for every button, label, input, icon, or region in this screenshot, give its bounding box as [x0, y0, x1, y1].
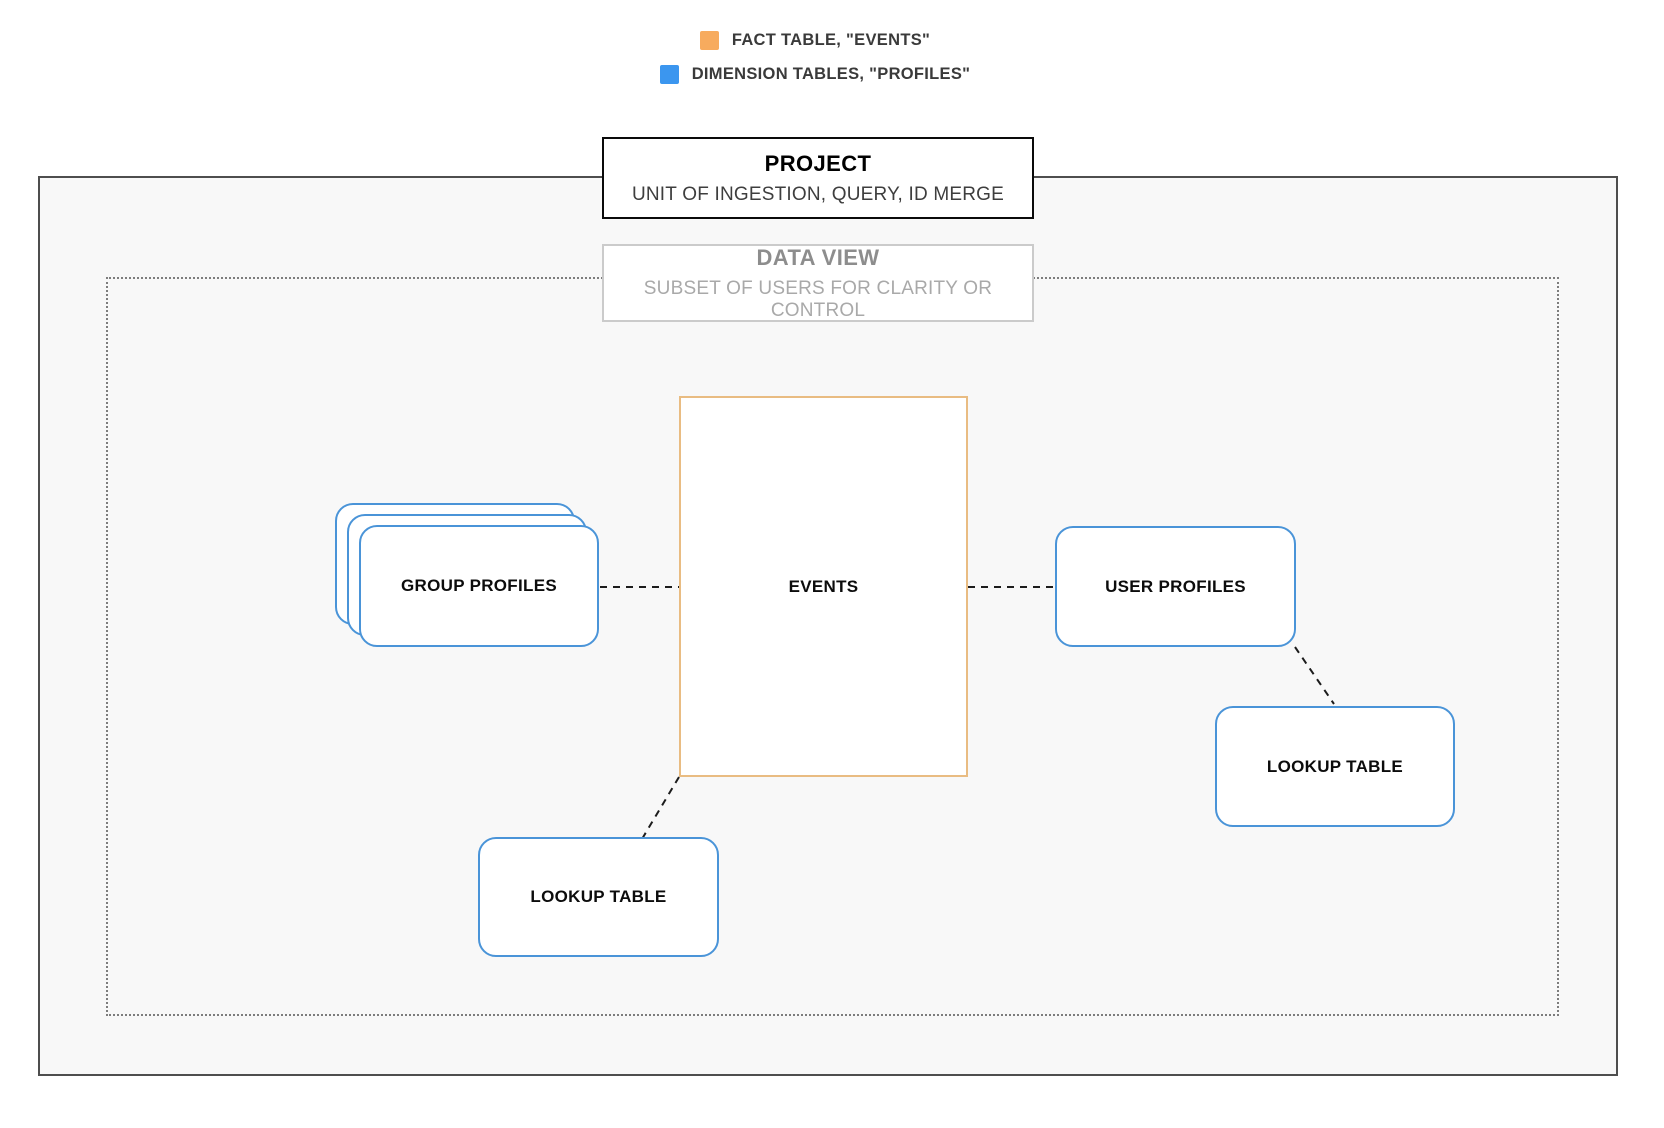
data-view-label-box: DATA VIEW SUBSET OF USERS FOR CLARITY OR…	[602, 244, 1034, 322]
data-view-title: DATA VIEW	[756, 244, 880, 270]
events-label: EVENTS	[788, 576, 859, 596]
data-view-subtitle: SUBSET OF USERS FOR CLARITY OR CONTROL	[643, 277, 993, 321]
node-events: EVENTS	[679, 396, 968, 777]
project-title: PROJECT	[764, 150, 872, 176]
project-label-box: PROJECT UNIT OF INGESTION, QUERY, ID MER…	[602, 137, 1034, 219]
node-lookup-table-right: LOOKUP TABLE	[1215, 706, 1455, 827]
legend-item-dimension-tables: DIMENSION TABLES, "PROFILES"	[659, 65, 971, 84]
lookup-table-right-label: LOOKUP TABLE	[1266, 756, 1404, 776]
node-user-profiles: USER PROFILES	[1055, 526, 1296, 647]
fact-table-swatch-icon	[699, 31, 719, 50]
legend-label-fact-table: FACT TABLE, "EVENTS"	[731, 31, 931, 49]
legend: FACT TABLE, "EVENTS" DIMENSION TABLES, "…	[0, 31, 1630, 84]
dimension-tables-swatch-icon	[659, 65, 679, 84]
legend-label-dimension-tables: DIMENSION TABLES, "PROFILES"	[691, 65, 971, 83]
group-profiles-label: GROUP PROFILES	[401, 576, 557, 595]
project-subtitle: UNIT OF INGESTION, QUERY, ID MERGE	[631, 183, 1005, 205]
node-group-profiles: GROUP PROFILES	[359, 525, 599, 647]
user-profiles-label: USER PROFILES	[1105, 576, 1246, 596]
node-lookup-table-bottom: LOOKUP TABLE	[478, 837, 719, 957]
lookup-table-bottom-label: LOOKUP TABLE	[530, 887, 667, 906]
legend-item-fact-table: FACT TABLE, "EVENTS"	[699, 31, 931, 50]
